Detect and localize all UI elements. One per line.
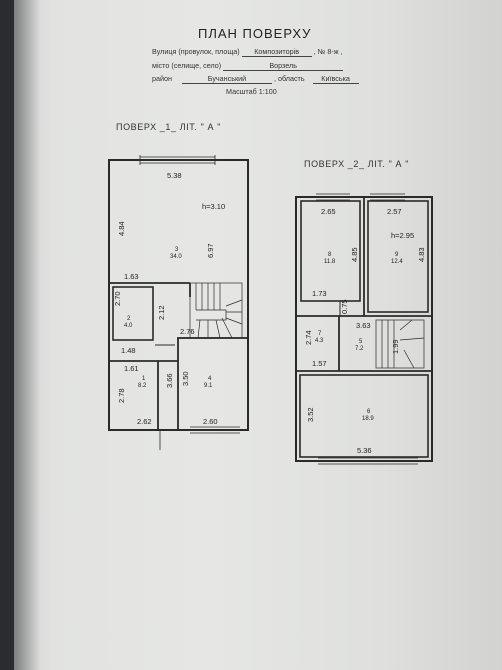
floor1-label: ПОВЕРХ _1_ ЛІТ. " А " bbox=[116, 122, 221, 132]
floor2-labels: 2.65 2.57 h=2.95 4.85 4.83 1.73 0.75 3.6… bbox=[304, 207, 426, 455]
floor2-dim-3-63: 3.63 bbox=[356, 321, 371, 330]
room-5-number: 5 bbox=[359, 339, 363, 345]
floor2-stairs bbox=[375, 319, 425, 369]
floor2-dim-4-85: 4.85 bbox=[350, 247, 359, 262]
floor1-dim-left: 4.84 bbox=[117, 221, 126, 236]
page-shadow bbox=[14, 0, 40, 670]
room-3-number: 3 bbox=[175, 247, 179, 253]
floor1-labels: 5.38 h=3.10 4.84 6.97 1.63 2.70 2.12 2.7… bbox=[113, 171, 225, 426]
scale-label: Масштаб 1:100 bbox=[226, 87, 277, 96]
floor1-plan bbox=[108, 155, 249, 450]
room-5: 5 7.2 bbox=[355, 339, 364, 352]
oblast-label: , область bbox=[273, 74, 305, 83]
street-line: Вулиця (провулок, площа) Композиторів , … bbox=[152, 47, 343, 57]
floor1-dim-2-12: 2.12 bbox=[157, 305, 166, 320]
city-value: Ворзель bbox=[223, 61, 344, 71]
room-9: 9 12.4 bbox=[391, 252, 403, 265]
floor1-height: h=3.10 bbox=[202, 202, 225, 211]
floor2-height: h=2.95 bbox=[391, 231, 414, 240]
number-label: , № 8-ж , bbox=[313, 47, 343, 56]
room-7: 7 4.3 bbox=[315, 331, 324, 344]
floor1-dim-right: 6.97 bbox=[206, 243, 215, 258]
floor1-dim-2-70: 2.70 bbox=[113, 291, 122, 306]
floor1-dim-2-60: 2.60 bbox=[203, 417, 218, 426]
room-1-area: 8.2 bbox=[138, 383, 147, 389]
floor1-dim-top: 5.38 bbox=[167, 171, 182, 180]
floor2-dim-5-36: 5.36 bbox=[357, 446, 372, 455]
floor2-plan bbox=[295, 193, 433, 465]
floor2-dim-4-83: 4.83 bbox=[417, 247, 426, 262]
floor2-dim-1-99: 1.99 bbox=[391, 339, 400, 354]
floor2-dim-3-52: 3.52 bbox=[306, 407, 315, 422]
room-3: 3 34.0 bbox=[170, 247, 182, 260]
floor2-room8-walls bbox=[300, 200, 361, 302]
room-4-number: 4 bbox=[208, 376, 212, 382]
room-2: 2 4.0 bbox=[124, 316, 133, 329]
floor2-label: ПОВЕРХ _2_ ЛІТ. " А " bbox=[304, 159, 409, 169]
floor1-stairs bbox=[189, 282, 243, 339]
city-label: місто (селище, село) bbox=[152, 61, 222, 70]
room-8-number: 8 bbox=[328, 252, 332, 258]
street-value: Композиторів bbox=[241, 47, 312, 57]
room-3-area: 34.0 bbox=[170, 254, 182, 260]
room-6-area: 18.9 bbox=[362, 416, 374, 422]
floor1-dim-2-62: 2.62 bbox=[137, 417, 152, 426]
room-8: 8 11.8 bbox=[324, 252, 336, 265]
floor2-room9-walls bbox=[367, 200, 429, 313]
room-7-area: 4.3 bbox=[315, 338, 324, 344]
floor1-dim-1-61: 1.61 bbox=[124, 364, 139, 373]
room-1: 1 8.2 bbox=[138, 376, 147, 389]
floor1-dim-2-76: 2.76 bbox=[180, 327, 195, 336]
room-2-area: 4.0 bbox=[124, 323, 133, 329]
room-6: 6 18.9 bbox=[362, 409, 374, 422]
floor1-dim-1-63: 1.63 bbox=[124, 272, 139, 281]
floor2-dim-2-57: 2.57 bbox=[387, 207, 402, 216]
room-8-area: 11.8 bbox=[324, 259, 336, 265]
room-2-number: 2 bbox=[127, 316, 131, 322]
district-value: Бучанський bbox=[181, 74, 272, 84]
floor2-windows-bottom bbox=[318, 457, 418, 465]
floor2-dim-0-75: 0.75 bbox=[340, 299, 349, 314]
oblast-value: Київська bbox=[312, 74, 359, 84]
city-line: місто (селище, село) Ворзель bbox=[152, 61, 344, 71]
floor1-window-bottom bbox=[190, 426, 240, 434]
document-page bbox=[14, 0, 502, 670]
floor1-window-top bbox=[139, 155, 216, 165]
floor2-dim-2-74: 2.74 bbox=[304, 330, 313, 345]
room-4-area: 9.1 bbox=[204, 383, 213, 389]
room-9-area: 12.4 bbox=[391, 259, 403, 265]
page-title: ПЛАН ПОВЕРХУ bbox=[198, 26, 312, 41]
room-1-number: 1 bbox=[142, 376, 146, 382]
street-label: Вулиця (провулок, площа) bbox=[152, 47, 240, 56]
floor2-windows-top bbox=[316, 193, 405, 201]
room-9-number: 9 bbox=[395, 252, 399, 258]
room-7-number: 7 bbox=[318, 331, 322, 337]
floor1-room2-walls bbox=[112, 286, 154, 341]
floor1-dim-3-50: 3.50 bbox=[181, 371, 190, 386]
room-4: 4 9.1 bbox=[204, 376, 213, 389]
floor2-room6-walls bbox=[299, 374, 429, 458]
district-line: район Бучанський , область Київська bbox=[152, 74, 359, 84]
floor1-dim-1-48: 1.48 bbox=[121, 346, 136, 355]
floor2-dim-2-65: 2.65 bbox=[321, 207, 336, 216]
district-label: район bbox=[152, 74, 172, 83]
floor2-dim-1-73: 1.73 bbox=[312, 289, 327, 298]
floor2-dim-1-57: 1.57 bbox=[312, 359, 327, 368]
floor1-dim-2-78: 2.78 bbox=[117, 388, 126, 403]
floor1-dim-3-66: 3.66 bbox=[165, 373, 174, 388]
room-6-number: 6 bbox=[367, 409, 371, 415]
room-5-area: 7.2 bbox=[355, 346, 364, 352]
